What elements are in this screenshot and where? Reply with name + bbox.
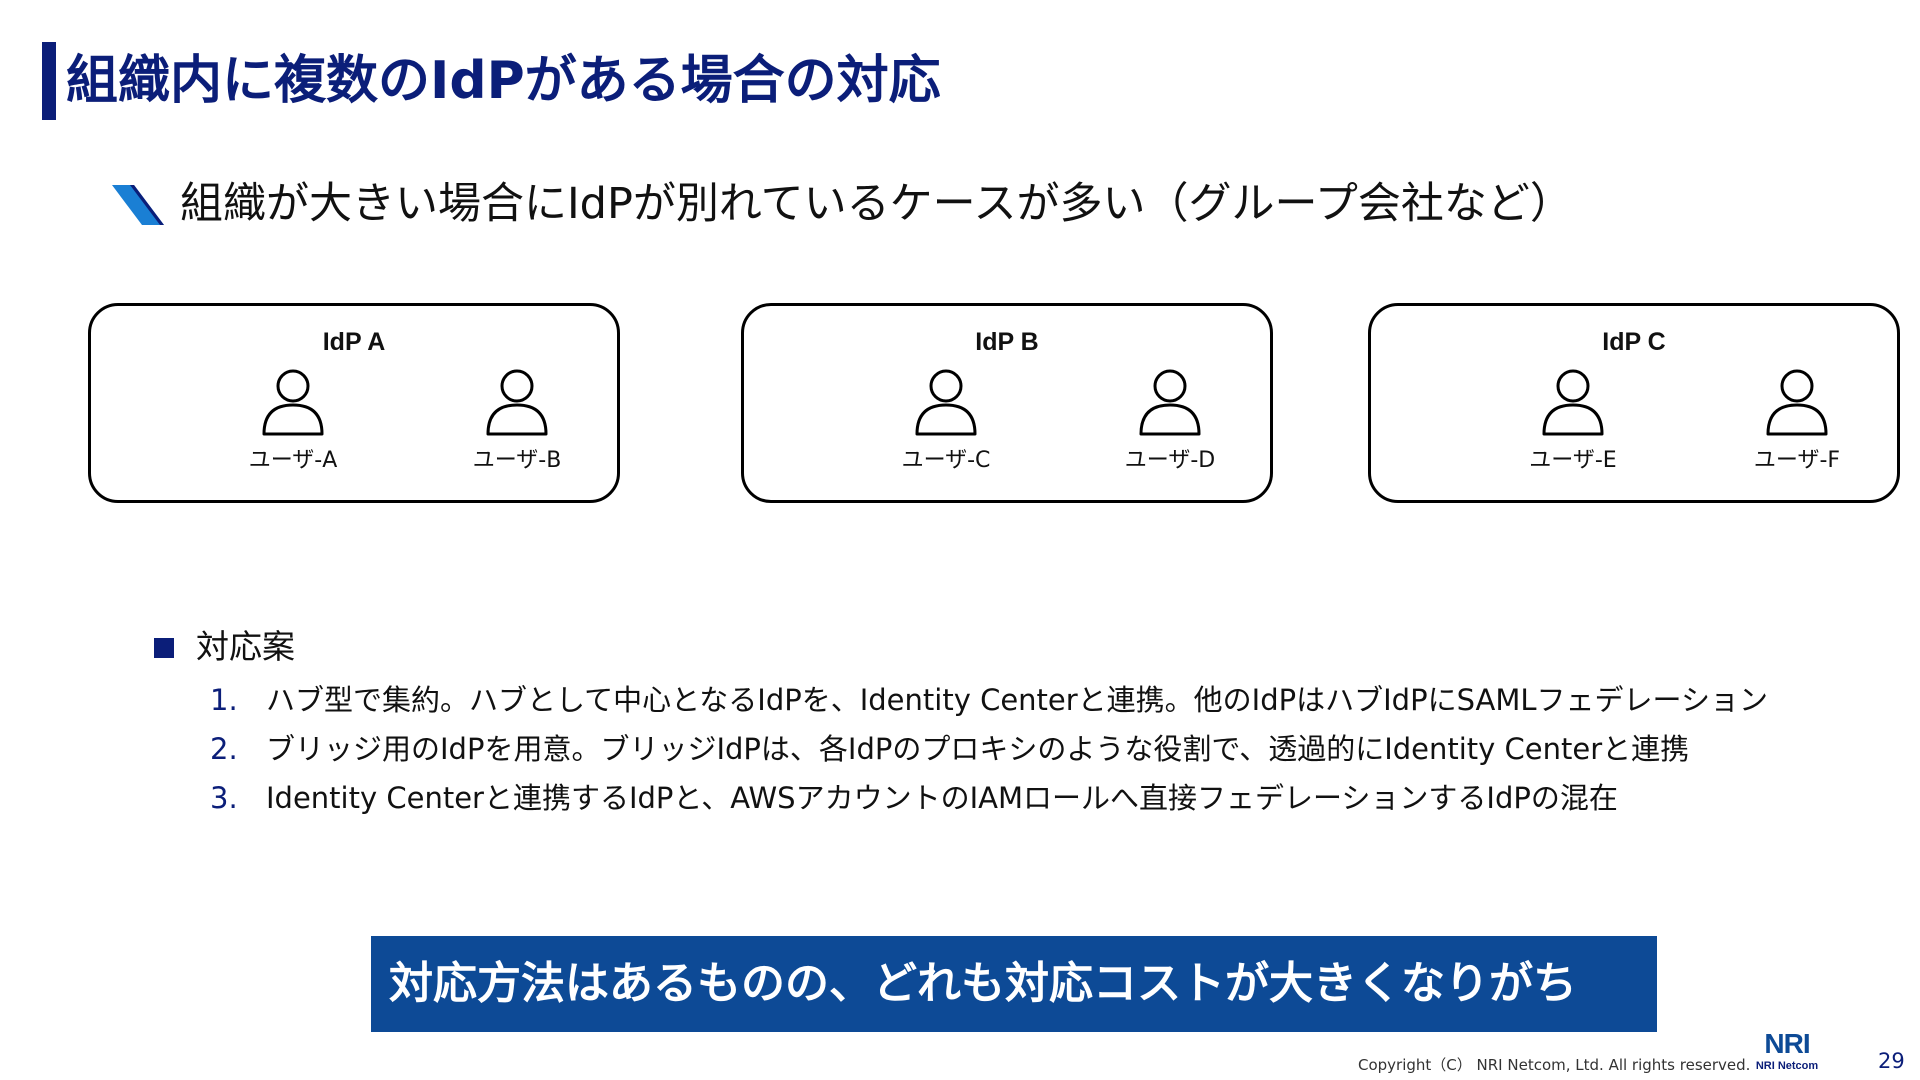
list-item: 1. ハブ型で集約。ハブとして中心となるIdPを、Identity Centerと… <box>210 680 1768 720</box>
user-label: ユーザ-B <box>472 448 562 473</box>
list-text: ハブ型で集約。ハブとして中心となるIdPを、Identity Centerと連携… <box>266 683 1768 717</box>
user-item: ユーザ-A <box>223 368 363 474</box>
logo-mark: NRI <box>1764 1028 1810 1059</box>
person-outline-icon <box>486 369 548 436</box>
idp-label: IdP B <box>975 328 1039 356</box>
title-accent-bar <box>42 42 56 120</box>
person-outline-icon <box>915 369 977 436</box>
user-label: ユーザ-D <box>1124 448 1216 473</box>
person-outline-icon <box>262 369 324 436</box>
idp-box-c: IdP C ユーザ-E ユーザ-F <box>1368 303 1900 503</box>
person-outline-icon <box>1139 369 1201 436</box>
list-item: 3. Identity Centerと連携するIdPと、AWSアカウントのIAMロ… <box>210 778 1618 818</box>
list-number: 3. <box>210 781 238 815</box>
list-number: 2. <box>210 732 238 766</box>
person-outline-icon <box>1542 369 1604 436</box>
nri-logo: NRI NRI Netcom <box>1752 1030 1822 1074</box>
user-label: ユーザ-F <box>1753 448 1841 473</box>
list-item: 2. ブリッジ用のIdPを用意。ブリッジIdPは、各IdPのプロキシのような役割で… <box>210 729 1689 769</box>
list-number: 1. <box>210 683 238 717</box>
user-item: ユーザ-F <box>1727 368 1867 474</box>
user-item: ユーザ-E <box>1503 368 1643 474</box>
list-text: Identity Centerと連携するIdPと、AWSアカウントのIAMロール… <box>266 781 1618 815</box>
logo-text: NRI Netcom <box>1755 1060 1819 1072</box>
user-item: ユーザ-B <box>447 368 587 474</box>
conclusion-callout: 対応方法はあるものの、どれも対応コストが大きくなりがち <box>371 936 1657 1032</box>
copyright-text: Copyright（C） NRI Netcom, Ltd. All rights… <box>1358 1056 1751 1074</box>
user-item: ユーザ-D <box>1100 368 1240 474</box>
user-label: ユーザ-C <box>901 448 991 473</box>
idp-box-a: IdP A ユーザ-A ユーザ-B <box>88 303 620 503</box>
user-item: ユーザ-C <box>876 368 1016 474</box>
slide-subtitle: 組織が大きい場合にIdPが別れているケースが多い（グループ会社など） <box>180 179 1573 229</box>
page-number: 29 <box>1878 1049 1905 1073</box>
person-outline-icon <box>1766 369 1828 436</box>
idp-box-b: IdP B ユーザ-C ユーザ-D <box>741 303 1273 503</box>
section-bullet-square <box>154 638 174 658</box>
list-text: ブリッジ用のIdPを用意。ブリッジIdPは、各IdPのプロキシのような役割で、透… <box>266 732 1690 766</box>
idp-label: IdP A <box>322 328 386 356</box>
slide-title: 組織内に複数のIdPがある場合の対応 <box>66 51 941 111</box>
parallelogram-marker-icon <box>112 185 164 225</box>
user-label: ユーザ-A <box>248 448 338 473</box>
section-title: 対応案 <box>196 627 295 666</box>
idp-label: IdP C <box>1602 328 1666 356</box>
user-label: ユーザ-E <box>1529 448 1617 473</box>
